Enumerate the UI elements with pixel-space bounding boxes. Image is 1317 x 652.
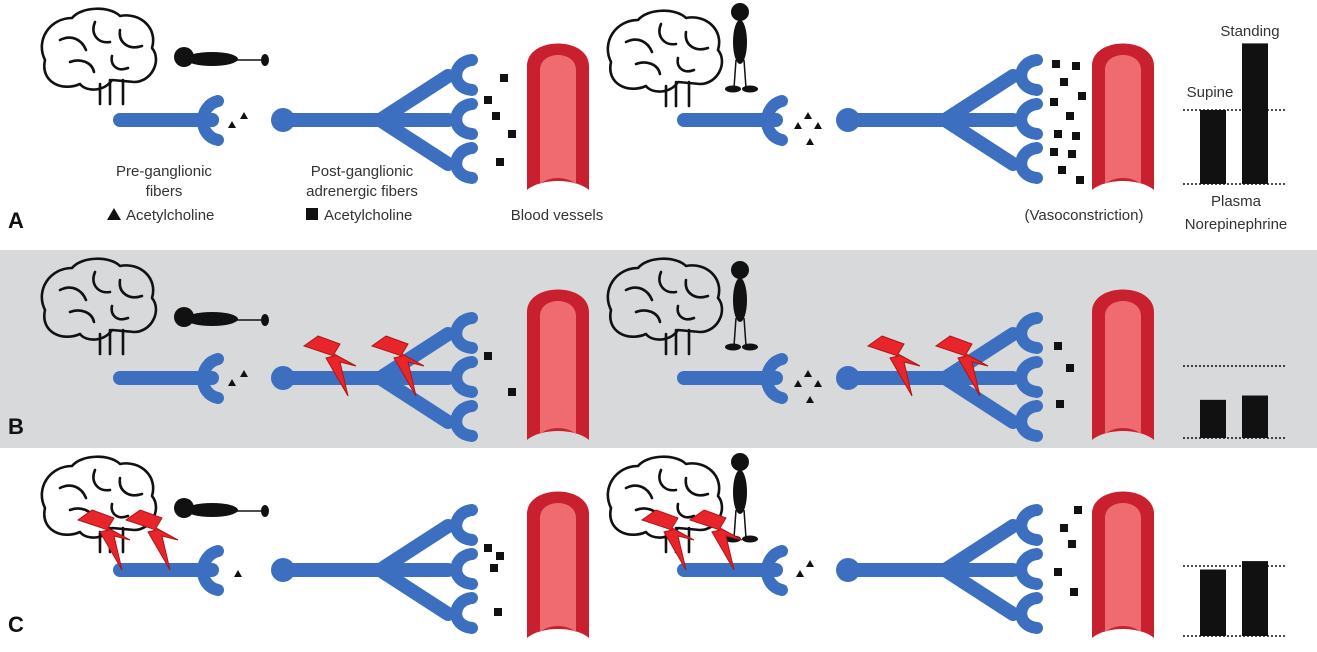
blood-vessel-icon (1092, 491, 1154, 638)
bar-supine (1200, 399, 1226, 438)
norepinephrine-squares (1054, 506, 1082, 596)
blood-vessel-icon (527, 43, 589, 190)
supine-person-icon (174, 498, 269, 518)
brain-icon (40, 257, 158, 356)
standing-label: Standing (1220, 23, 1279, 40)
bar-standing (1242, 395, 1268, 438)
postganglionic-fiber (271, 504, 478, 634)
acetylcholine-triangles (794, 112, 822, 145)
preganglionic-fiber (113, 353, 224, 404)
lightning-icon (302, 335, 425, 397)
acetylcholine-triangles (228, 370, 248, 386)
bar-standing (1242, 43, 1268, 185)
brain-icon (606, 9, 724, 108)
blood-vessel-icon (527, 289, 589, 440)
blood-vessel-icon (1092, 289, 1154, 440)
norepinephrine-squares (484, 544, 504, 616)
preganglionic-fiber (677, 353, 788, 404)
brain-icon (606, 257, 724, 356)
bar-standing (1242, 561, 1268, 636)
preganglionic-fiber (113, 545, 224, 596)
standing-person-icon (725, 453, 758, 543)
preganglionic-fiber (677, 95, 788, 146)
postganglionic-fiber (271, 312, 478, 442)
plasma-norepinephrine-chart-b (1183, 365, 1285, 439)
brain-icon (40, 7, 158, 106)
triangle-legend-icon (107, 208, 121, 220)
panel-a: Pre-ganglionic fibers Acetylcholine Post… (0, 0, 1317, 250)
norepinephrine-squares (1050, 60, 1086, 184)
lightning-icon (640, 509, 743, 571)
norepinephrine-squares (484, 352, 516, 396)
postganglionic-fiber (836, 504, 1043, 634)
acetylcholine-triangles (228, 112, 248, 128)
brain-icon (40, 455, 158, 554)
pre-ganglionic-label: Pre-ganglionic (116, 163, 212, 180)
preganglionic-fiber (113, 95, 224, 146)
preganglionic-fiber (677, 545, 788, 596)
brain-icon (606, 455, 724, 554)
panel-a-letter: A (8, 208, 24, 233)
panel-b: B (0, 250, 1317, 448)
blood-vessel-icon (1092, 43, 1154, 190)
lightning-icon (866, 335, 989, 397)
standing-person-icon (725, 3, 758, 93)
postganglionic-fiber (836, 312, 1043, 442)
acetylcholine-triangles (796, 560, 814, 577)
panel-b-letter: B (8, 414, 24, 439)
standing-person-icon (725, 261, 758, 351)
pre-legend-label: Acetylcholine (126, 207, 214, 224)
square-legend-icon (306, 208, 318, 220)
acetylcholine-triangles (794, 370, 822, 403)
vasoconstriction-label: (Vasoconstriction) (1025, 207, 1144, 224)
postganglionic-fiber (271, 54, 478, 184)
post-legend-label: Acetylcholine (324, 207, 412, 224)
post-fibers-label: adrenergic fibers (306, 183, 418, 200)
acetylcholine-triangles (234, 570, 242, 577)
pre-fibers-label: fibers (146, 183, 183, 200)
blood-vessel-icon (527, 491, 589, 638)
supine-label: Supine (1187, 84, 1234, 101)
supine-person-icon (174, 307, 269, 327)
panel-c: C (0, 448, 1317, 647)
lightning-icon (76, 509, 179, 571)
norepinephrine-label: Norepinephrine (1185, 216, 1288, 233)
panel-c-letter: C (8, 612, 24, 637)
norepinephrine-squares (484, 74, 516, 166)
blood-vessels-label: Blood vessels (511, 207, 604, 224)
supine-person-icon (174, 47, 269, 67)
post-ganglionic-label: Post-ganglionic (311, 163, 414, 180)
bar-supine (1200, 110, 1226, 184)
plasma-label: Plasma (1211, 193, 1262, 210)
plasma-norepinephrine-chart-a (1183, 43, 1285, 185)
norepinephrine-squares (1054, 342, 1074, 408)
bar-supine (1200, 569, 1226, 636)
plasma-norepinephrine-chart-c (1183, 561, 1285, 637)
postganglionic-fiber (836, 54, 1043, 184)
